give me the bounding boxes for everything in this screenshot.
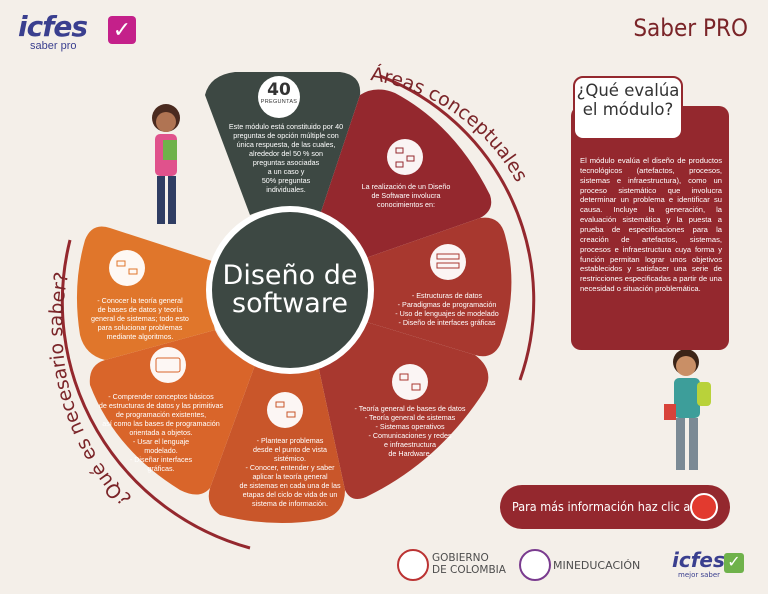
question-count-badge: 40 PREGUNTAS (258, 76, 300, 118)
gov-seal-icon (397, 549, 429, 581)
segment-areas-3 (318, 320, 489, 499)
evaluation-panel (571, 106, 729, 350)
outer-ring-left (60, 239, 251, 550)
system-map-icon (267, 392, 303, 428)
more-info-button[interactable]: Para más información haz clic aquí (500, 485, 730, 529)
mineducacion-seal-icon (519, 549, 551, 581)
icfes-footer-sub: mejor saber (678, 571, 721, 579)
check-icon: ✓ (108, 16, 136, 44)
question-count-label: PREGUNTAS (260, 99, 298, 105)
segment-intro (205, 72, 361, 215)
segment-areas-2 (360, 217, 512, 357)
process-icon (392, 364, 428, 400)
diagram-icon (430, 244, 466, 280)
algorithm-icon (109, 250, 145, 286)
evaluation-body: El módulo evalúa el diseño de productos … (580, 156, 722, 294)
click-hand-icon[interactable] (690, 493, 718, 521)
mineducacion-logo-text: MINEDUCACIÓN (553, 559, 641, 572)
icfes-footer-logo: icfes (672, 548, 725, 572)
center-circle (212, 212, 368, 368)
more-info-label: Para más información haz clic aquí (512, 499, 708, 514)
question-count: 40 (267, 80, 291, 100)
check-icon: ✓ (724, 553, 744, 573)
flowchart-icon (387, 139, 423, 175)
logo-subtitle: saber pro (30, 40, 77, 52)
segment-know-1 (208, 365, 345, 524)
segment-know-2 (89, 330, 255, 495)
outer-ring-right (379, 74, 536, 381)
areas-list-1: - Estructuras de datos- Paradigmas de pr… (395, 291, 499, 327)
icfes-logo: icfes saber pro ✓ (18, 10, 138, 55)
areas-list-2: - Teoría general de bases de datos- Teor… (354, 404, 466, 458)
logo-wordmark: icfes (18, 10, 88, 43)
interface-icon (150, 347, 186, 383)
student-girl-figure (152, 104, 180, 224)
program-title: Saber PRO (633, 14, 748, 42)
student-boy-figure (664, 349, 711, 470)
